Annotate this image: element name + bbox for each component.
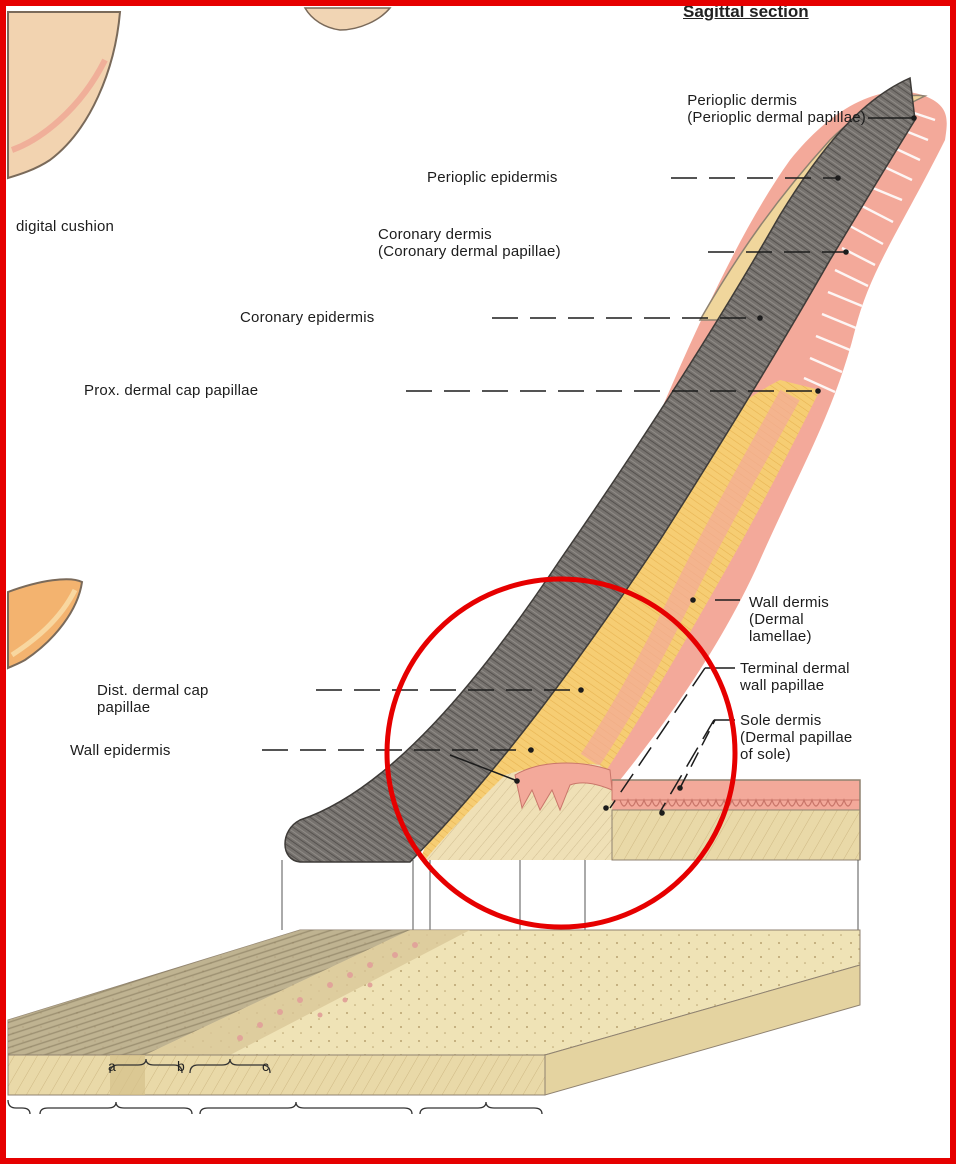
label-text: (Perioplic dermal papillae): [687, 109, 866, 126]
label-text: Sole dermis: [740, 712, 852, 729]
label-text: (Dermal papillae: [740, 729, 852, 746]
label-perioplic-dermis: Perioplic dermis (Perioplic dermal papil…: [687, 92, 866, 126]
label-wall-dermis: Wall dermis (Dermal lamellae): [749, 594, 829, 645]
label-prox-dermal-cap: Prox. dermal cap papillae: [84, 382, 258, 399]
label-text: (Coronary dermal papillae): [378, 243, 561, 260]
label-text: Terminal dermal: [740, 660, 850, 677]
label-coronary-dermis: Coronary dermis (Coronary dermal papilla…: [378, 226, 561, 260]
label-text: lamellae): [749, 628, 829, 645]
label-dist-dermal-cap: Dist. dermal cap papillae: [97, 682, 209, 716]
zone-letter-a: a: [108, 1058, 116, 1074]
zone-letter-b: b: [177, 1058, 185, 1074]
label-wall-epidermis: Wall epidermis: [70, 742, 171, 759]
label-text: papillae: [97, 699, 209, 716]
label-text: of sole): [740, 746, 852, 763]
label-terminal-dermal: Terminal dermal wall papillae: [740, 660, 850, 694]
label-text: (Dermal: [749, 611, 829, 628]
label-text: Perioplic dermis: [687, 92, 866, 109]
label-text: Dist. dermal cap: [97, 682, 209, 699]
label-digital-cushion: digital cushion: [16, 218, 114, 235]
label-sole-dermis: Sole dermis (Dermal papillae of sole): [740, 712, 852, 763]
label-text: wall papillae: [740, 677, 850, 694]
diagram-title: Sagittal section: [683, 2, 809, 22]
label-coronary-epidermis: Coronary epidermis: [240, 309, 374, 326]
zone-letter-c: c: [262, 1058, 269, 1074]
label-perioplic-epidermis: Perioplic epidermis: [427, 169, 558, 186]
label-text: Coronary dermis: [378, 226, 561, 243]
label-text: Wall dermis: [749, 594, 829, 611]
